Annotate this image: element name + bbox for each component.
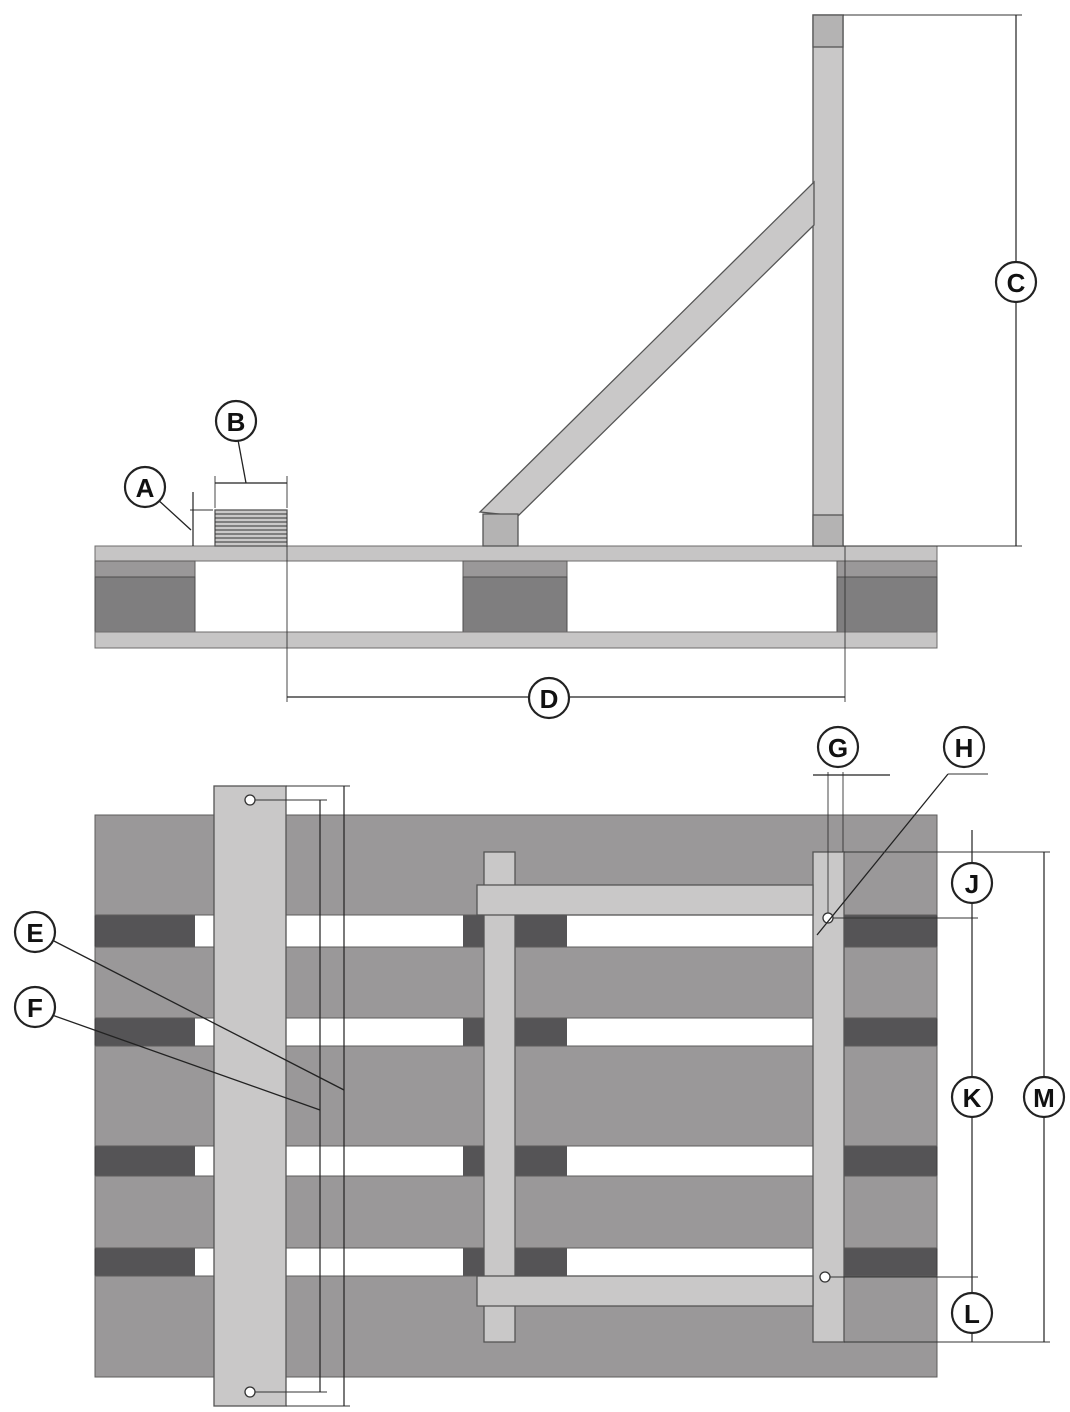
side-block-left-cap: [94, 560, 196, 578]
callout-f-label: F: [27, 993, 43, 1023]
callout-e-label: E: [26, 918, 43, 948]
callout-a: A: [123, 465, 167, 509]
callout-c: C: [994, 260, 1038, 304]
dim-f: [51, 799, 327, 1393]
callout-b-label: B: [227, 407, 246, 437]
callout-c-label: C: [1007, 268, 1026, 298]
top-frame-right-rail: [812, 851, 845, 1343]
top-frame-left-rail: [483, 851, 516, 1343]
callout-d-label: D: [540, 684, 559, 714]
side-brace-foot: [482, 513, 519, 547]
plate-hole-bottom: [244, 1386, 256, 1398]
callout-j-label: J: [965, 869, 979, 899]
callout-j: J: [950, 861, 994, 905]
callout-k-label: K: [963, 1083, 982, 1113]
side-upright-post: [812, 14, 844, 547]
side-plate-stack: [214, 509, 288, 547]
top-frame-top-crossbar: [476, 884, 814, 916]
callout-g-label: G: [828, 733, 848, 763]
side-block-left: [94, 576, 196, 633]
side-diagonal-brace: [478, 180, 815, 517]
plate-hole-top: [244, 794, 256, 806]
dim-b: [214, 439, 288, 508]
callout-f: F: [13, 985, 57, 1029]
dim-e: [51, 785, 350, 1407]
callout-k: K: [950, 1075, 994, 1119]
side-block-middle: [462, 576, 568, 633]
side-top-deck-board: [94, 545, 938, 562]
top-long-plate: [213, 785, 287, 1407]
side-bottom-board: [94, 631, 938, 649]
callout-b: B: [214, 399, 258, 443]
dim-a: [155, 492, 213, 546]
top-view: [51, 772, 1050, 1407]
callout-m: M: [1022, 1075, 1066, 1119]
callout-a-label: A: [136, 473, 155, 503]
side-upright-cap-bottom: [812, 514, 844, 547]
side-view: [94, 14, 1022, 702]
callout-l-label: L: [964, 1299, 980, 1329]
dim-h: [816, 773, 988, 936]
side-block-right-cap: [836, 560, 938, 578]
callout-h: H: [942, 725, 986, 769]
side-upright-cap-top: [812, 14, 844, 48]
side-block-middle-cap: [462, 560, 568, 578]
callout-m-label: M: [1033, 1083, 1055, 1113]
callout-g: G: [816, 725, 860, 769]
dim-g: [813, 772, 890, 913]
callout-h-label: H: [955, 733, 974, 763]
top-frame-bottom-crossbar: [476, 1275, 814, 1307]
callout-e: E: [13, 910, 57, 954]
callout-l: L: [950, 1291, 994, 1335]
side-block-right: [836, 576, 938, 633]
frame-hole-bottom: [819, 1271, 831, 1283]
callout-d: D: [527, 676, 571, 720]
